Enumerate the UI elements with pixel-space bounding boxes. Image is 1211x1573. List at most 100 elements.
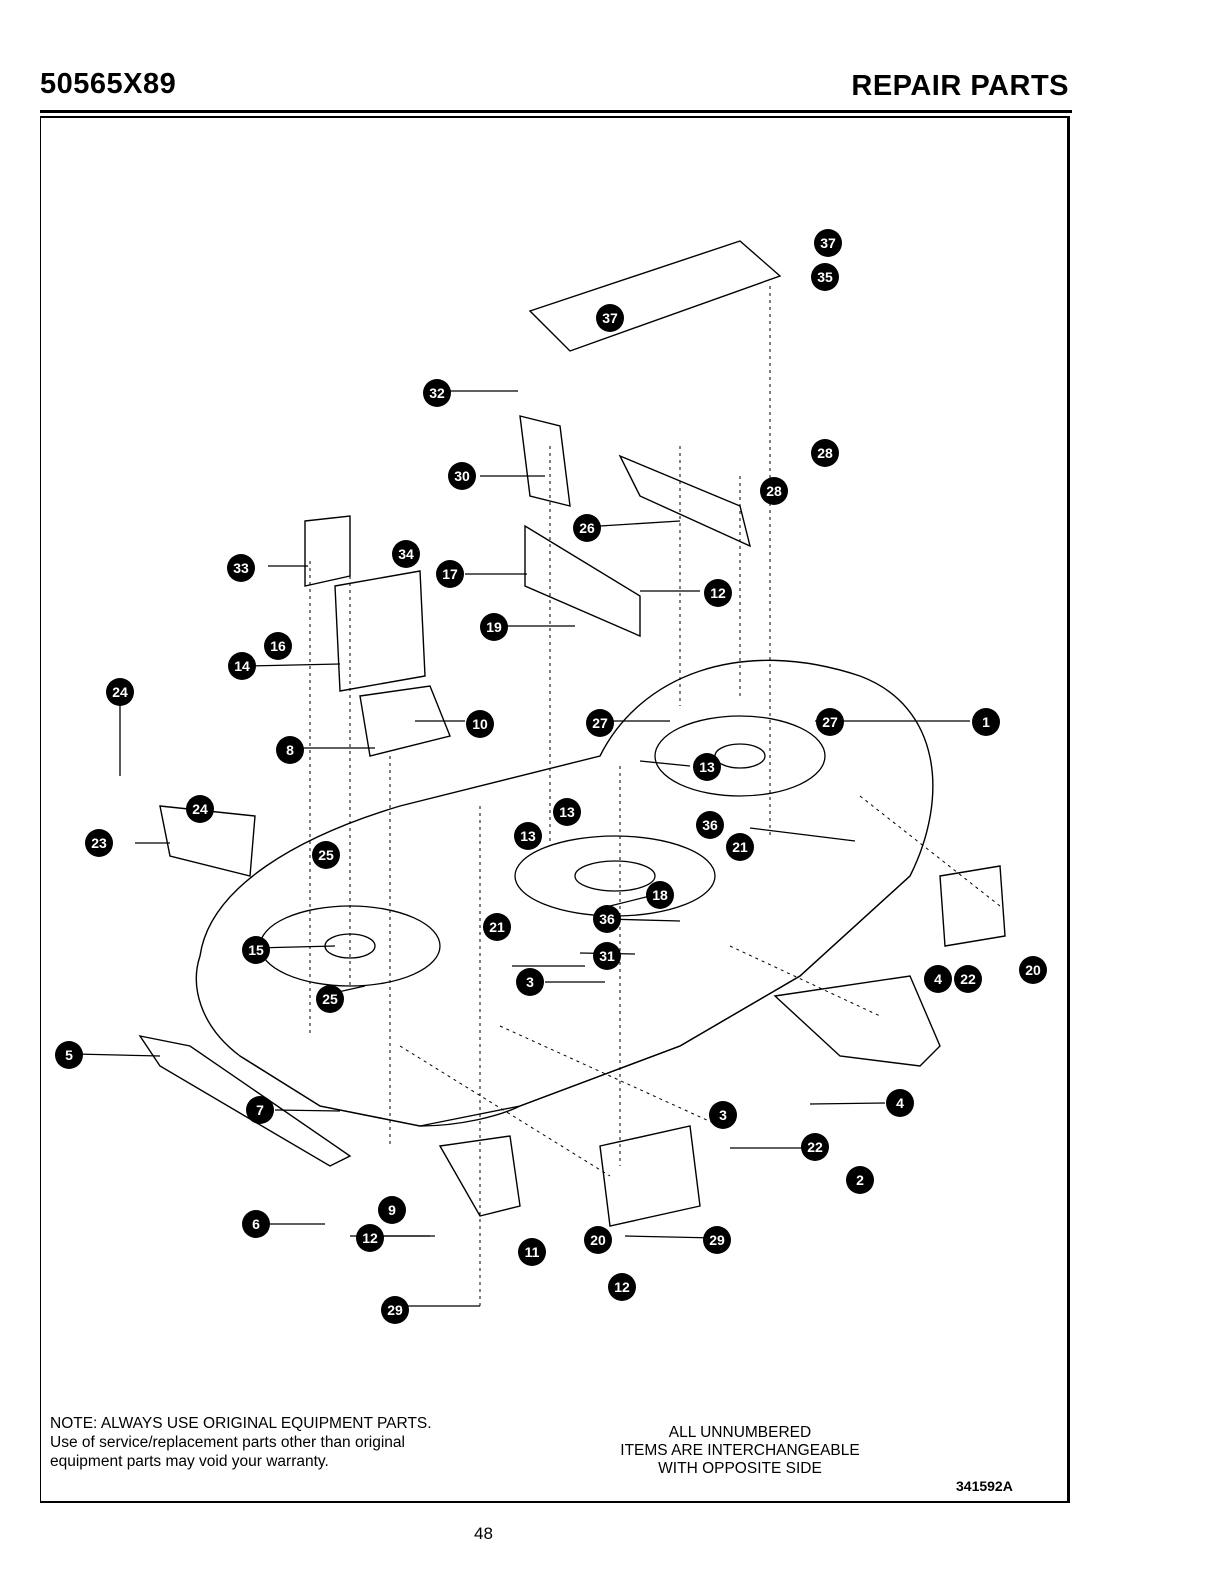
top-link-bracket [528,240,782,352]
svg-text:24: 24 [112,684,128,700]
callout-14: 14 [228,652,256,680]
svg-text:12: 12 [362,1230,378,1246]
callout-12-lower: 12 [608,1273,636,1301]
callout-15: 15 [242,936,270,964]
callout-18: 18 [646,881,674,909]
svg-text:4: 4 [896,1095,904,1111]
callout-24-left: 24 [106,678,134,706]
svg-text:28: 28 [766,483,782,499]
svg-text:22: 22 [960,971,976,987]
svg-text:19: 19 [486,619,502,635]
svg-text:27: 27 [592,715,608,731]
callout-36-right: 36 [696,811,724,839]
svg-text:3: 3 [719,1107,727,1123]
callout-28-lower: 28 [760,477,788,505]
svg-text:37: 37 [602,310,618,326]
svg-text:10: 10 [472,716,488,732]
svg-text:20: 20 [590,1232,606,1248]
callout-2: 2 [846,1166,874,1194]
svg-text:36: 36 [702,817,718,833]
front-baffle-bar [138,1034,352,1167]
callout-4-right: 4 [924,965,952,993]
svg-text:15: 15 [248,942,264,958]
svg-text:29: 29 [709,1232,725,1248]
callout-33: 33 [227,554,255,582]
callout-12-left: 12 [356,1224,384,1252]
callout-20-lower: 20 [584,1226,612,1254]
svg-text:7: 7 [256,1102,264,1118]
svg-text:25: 25 [322,991,338,1007]
callout-3-lower: 3 [709,1101,737,1129]
svg-text:12: 12 [710,585,726,601]
svg-text:17: 17 [442,566,458,582]
callout-23: 23 [85,829,113,857]
callout-31: 31 [593,942,621,970]
svg-text:23: 23 [91,835,107,851]
svg-text:29: 29 [387,1302,403,1318]
svg-text:13: 13 [559,804,575,820]
callout-22-right: 22 [954,965,982,993]
svg-text:2: 2 [856,1172,864,1188]
callout-20-right: 20 [1019,956,1047,984]
right-spindle-plate [654,715,826,797]
svg-text:21: 21 [732,839,748,855]
svg-text:11: 11 [525,1244,540,1260]
callout-6: 6 [242,1210,270,1238]
note-line-3: equipment parts may void your warranty. [50,1453,329,1470]
svg-text:28: 28 [817,445,833,461]
diagram-frame [40,116,1070,1503]
svg-text:35: 35 [817,269,833,285]
svg-text:20: 20 [1025,962,1041,978]
callout-35: 35 [811,263,839,291]
svg-text:37: 37 [820,235,836,251]
callout-16: 16 [264,632,292,660]
callout-3-center: 3 [516,968,544,996]
note-line-1: NOTE: ALWAYS USE ORIGINAL EQUIPMENT PART… [50,1415,432,1432]
svg-text:3: 3 [526,974,534,990]
svg-text:9: 9 [388,1202,396,1218]
callout-13-right: 13 [693,753,721,781]
interchangeable-note: ALL UNNUMBERED ITEMS ARE INTERCHANGEABLE… [595,1424,885,1478]
svg-text:30: 30 [454,468,470,484]
front-lift-bracket [599,1125,701,1227]
svg-text:36: 36 [599,911,615,927]
callout-29-lower: 29 [381,1296,409,1324]
svg-text:14: 14 [234,658,250,674]
svg-text:4: 4 [934,971,942,987]
interchange-line-1: ALL UNNUMBERED [668,1424,812,1441]
callout-27-left: 27 [586,709,614,737]
callout-1: 1 [972,708,1000,736]
callout-25-lower: 25 [316,985,344,1013]
left-hanger-bracket [334,570,426,692]
svg-text:21: 21 [489,919,505,935]
callout-5: 5 [55,1041,83,1069]
interchange-line-2: ITEMS ARE INTERCHANGEABLE [620,1442,860,1459]
svg-text:31: 31 [599,948,615,964]
callout-25-upper: 25 [312,841,340,869]
callout-29-right: 29 [703,1226,731,1254]
warranty-note: NOTE: ALWAYS USE ORIGINAL EQUIPMENT PART… [50,1414,432,1471]
front-hanger-bracket [524,524,641,638]
interchange-line-3: WITH OPPOSITE SIDE [658,1460,822,1477]
svg-text:12: 12 [614,1279,630,1295]
svg-text:25: 25 [318,847,334,863]
callout-37: 37 [596,304,624,332]
callout-13-lower: 13 [514,822,542,850]
callout-9: 9 [378,1196,406,1224]
svg-text:1: 1 [982,714,990,730]
callout-32: 32 [423,379,451,407]
callout-27-right: 27 [816,708,844,736]
svg-text:22: 22 [807,1139,823,1155]
note-line-2: Use of service/replacement parts other t… [50,1434,405,1451]
callout-37-top: 37 [814,229,842,257]
svg-text:16: 16 [270,638,286,654]
callout-36-center: 36 [593,905,621,933]
rear-link-plate [618,454,752,548]
svg-text:8: 8 [286,742,294,758]
model-number: 50565X89 [40,68,177,100]
callout-10: 10 [466,710,494,738]
svg-text:33: 33 [233,560,249,576]
svg-text:5: 5 [65,1047,73,1063]
callout-21-center: 21 [483,913,511,941]
svg-text:13: 13 [520,828,536,844]
